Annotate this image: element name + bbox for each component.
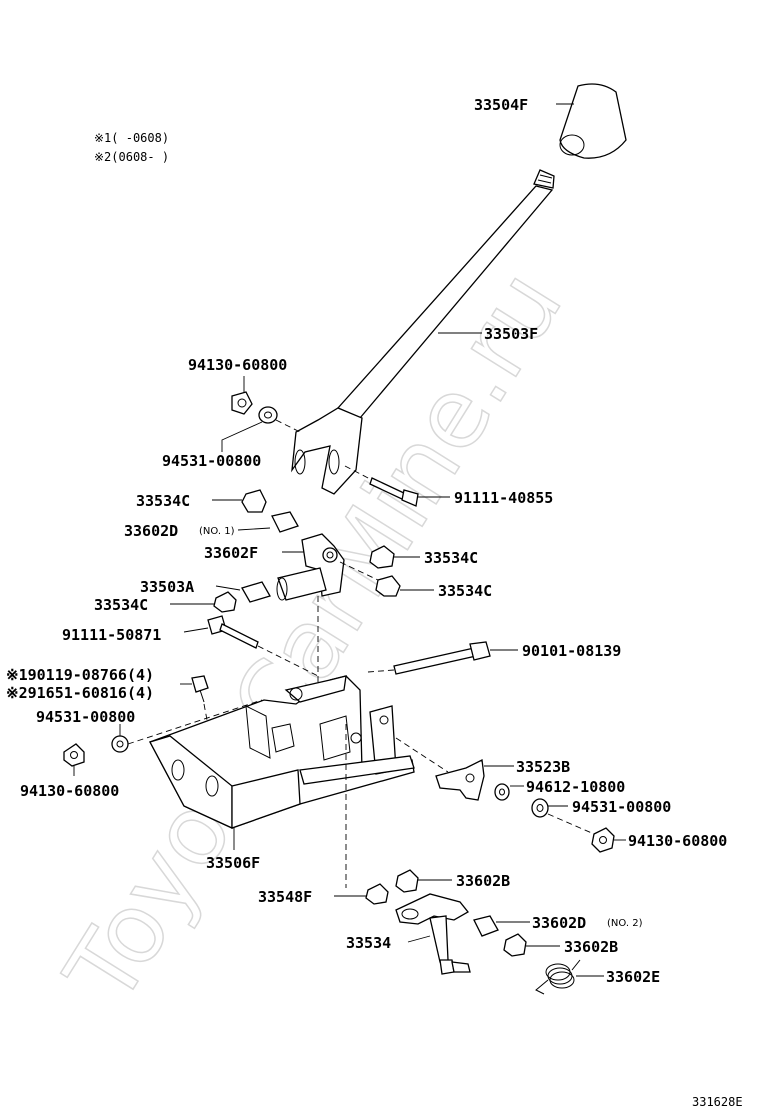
label-33602D-2: 33602D [532,914,586,932]
label-94130-60800-top: 94130-60800 [188,356,287,374]
shift-arm-33534[interactable] [395,893,471,975]
bushing-33548F[interactable] [365,883,389,905]
figure-id: 331628E [692,1095,743,1109]
note-33602D-2: (NO. 2) [607,918,643,929]
label-94130-60800-left: 94130-60800 [20,782,119,800]
bushing-33534C-1[interactable] [241,489,267,513]
label-91111-50871: 91111-50871 [62,626,161,644]
bushing-33503A[interactable] [241,581,271,603]
label-94531-00800-top: 94531-00800 [162,452,261,470]
label-33534: 33534 [346,934,391,952]
label-94130-60800-right: 94130-60800 [628,832,727,850]
washer-94531-00800-right[interactable] [531,798,549,818]
label-90119-08766: ※190119-08766(4) [6,666,154,684]
bushing-33602D-no1[interactable] [271,511,299,533]
nut-94130-60800-right[interactable] [591,827,615,853]
bolt-91111-50871[interactable] [207,615,259,649]
label-94531-00800-right: 94531-00800 [572,798,671,816]
nut-94130-60800-top[interactable] [231,391,253,415]
label-94612-10800: 94612-10800 [526,778,625,796]
label-94531-00800-mid: 94531-00800 [36,708,135,726]
shifter-housing-33506F[interactable] [149,675,415,830]
nut-94130-60800-left[interactable] [63,743,85,767]
bolt-90101-08139[interactable] [393,641,491,675]
label-33602D-1: 33602D [124,522,178,540]
label-90101-08139: 90101-08139 [522,642,621,660]
label-91111-40855: 91111-40855 [454,489,553,507]
label-33602B-2: 33602B [564,938,618,956]
label-33534C-3: 33534C [438,582,492,600]
bushing-33602B-2[interactable] [503,933,527,957]
label-33548F: 33548F [258,888,312,906]
label-33506F: 33506F [206,854,260,872]
shift-lever[interactable] [291,169,555,495]
bushing-33534C-3[interactable] [375,575,401,597]
bushing-33534C-4[interactable] [213,591,237,613]
pivot-bracket-33602F[interactable] [276,533,345,601]
label-33523B: 33523B [516,758,570,776]
label-33504F: 33504F [474,96,528,114]
label-33602B-1: 33602B [456,872,510,890]
label-33534C-4: 33534C [94,596,148,614]
bushing-33602B-1[interactable] [395,869,419,893]
bushing-33602D-no2[interactable] [473,915,499,937]
bushing-33534C-2[interactable] [369,545,395,569]
label-33534C-1: 33534C [136,492,190,510]
label-33534C-2: 33534C [424,549,478,567]
legend-note-2: ※2(0608- ) [94,150,169,164]
washer-94531-00800-top[interactable] [258,406,278,424]
spring-33602E[interactable] [535,959,581,995]
bolt-91111-40855[interactable] [369,477,419,507]
label-91651-60816: ※291651-60816(4) [6,684,154,702]
washer-94531-00800-mid[interactable] [111,735,129,753]
label-33602E: 33602E [606,968,660,986]
shift-knob[interactable] [559,83,627,159]
label-33602F: 33602F [204,544,258,562]
label-33503A: 33503A [140,578,194,596]
note-33602D-1: (NO. 1) [199,526,235,537]
washer-94612-10800[interactable] [494,783,510,801]
bolt-90119-08766[interactable] [191,675,209,703]
bracket-33523B[interactable] [435,759,485,801]
legend-note-1: ※1( -0608) [94,131,169,145]
label-33503F: 33503F [484,325,538,343]
